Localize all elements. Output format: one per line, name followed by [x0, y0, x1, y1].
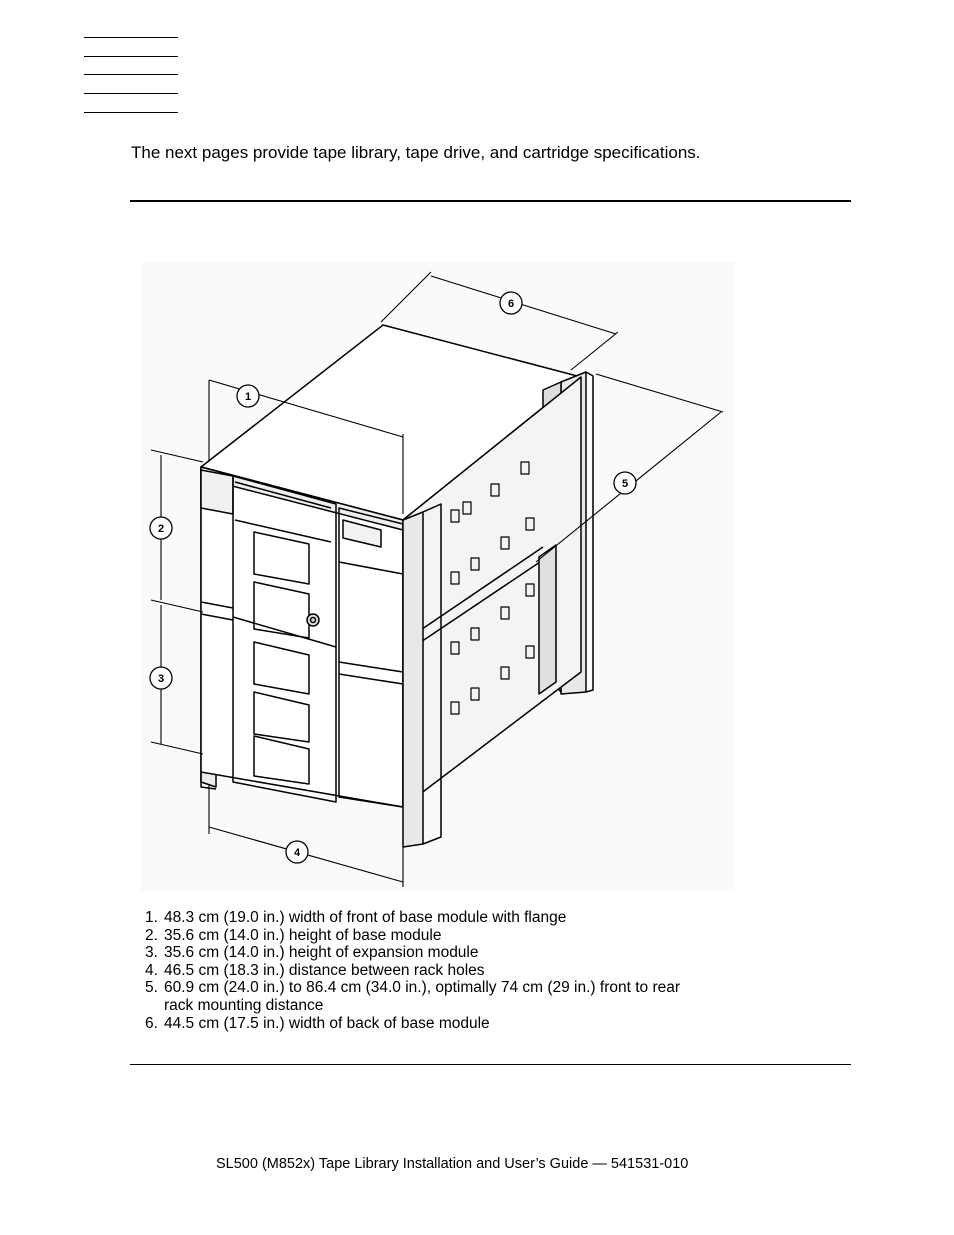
legend-text: 48.3 cm (19.0 in.) width of front of bas… — [164, 909, 567, 926]
legend-item: 3. 35.6 cm (14.0 in.) height of expansio… — [145, 944, 745, 962]
front-right-post — [402, 511, 424, 848]
dimension-legend: 1. 48.3 cm (19.0 in.) width of front of … — [145, 909, 745, 1032]
svg-text:5: 5 — [622, 478, 628, 490]
legend-item: 5. 60.9 cm (24.0 in.) to 86.4 cm (34.0 i… — [145, 979, 745, 1014]
callout-3: 3 — [149, 666, 173, 690]
door-window-4 — [253, 691, 310, 743]
legend-number: 1. — [145, 909, 158, 926]
operator-panel — [342, 519, 382, 548]
legend-number: 6. — [145, 1014, 158, 1032]
door-window-2 — [253, 581, 310, 639]
svg-text:1: 1 — [245, 391, 251, 403]
header-rule-5 — [84, 112, 178, 113]
header-rule-3 — [84, 74, 178, 75]
svg-text:3: 3 — [158, 673, 164, 685]
figure-bottom-rule — [130, 1064, 851, 1065]
rack-dimensions-figure: 1 2 3 4 5 6 — [141, 262, 735, 892]
callout-1: 1 — [236, 384, 260, 408]
callout-2: 2 — [149, 516, 173, 540]
legend-number: 5. — [145, 979, 158, 997]
door-window-5 — [253, 735, 310, 785]
callout-4: 4 — [285, 840, 309, 864]
legend-text: 46.5 cm (18.3 in.) distance between rack… — [164, 961, 485, 979]
header-rule-1 — [84, 37, 178, 38]
callout-6: 6 — [499, 291, 523, 315]
page-footer: SL500 (M852x) Tape Library Installation … — [216, 1156, 689, 1172]
legend-item: 6. 44.5 cm (17.5 in.) width of back of b… — [145, 1015, 745, 1033]
svg-text:6: 6 — [508, 298, 514, 310]
door-lock — [306, 613, 320, 627]
legend-text: 44.5 cm (17.5 in.) width of back of base… — [164, 1014, 490, 1032]
callout-5: 5 — [613, 471, 637, 495]
door-window-1 — [253, 531, 310, 585]
legend-number: 4. — [145, 961, 158, 979]
legend-text: 35.6 cm (14.0 in.) height of expansion m… — [164, 944, 479, 962]
legend-text: 35.6 cm (14.0 in.) height of base module — [164, 926, 442, 944]
svg-text:4: 4 — [294, 847, 301, 859]
door-window-3 — [253, 641, 310, 695]
legend-item: 4. 46.5 cm (18.3 in.) distance between r… — [145, 962, 745, 980]
legend-number: 3. — [145, 944, 158, 962]
header-rule-2 — [84, 56, 178, 57]
figure-top-rule — [130, 200, 851, 202]
legend-text: 60.9 cm (24.0 in.) to 86.4 cm (34.0 in.)… — [164, 979, 681, 1014]
legend-number: 2. — [145, 926, 158, 944]
svg-text:2: 2 — [158, 523, 164, 535]
header-rule-4 — [84, 93, 178, 94]
legend-item: 1. 48.3 cm (19.0 in.) width of front of … — [145, 909, 745, 927]
legend-item: 2. 35.6 cm (14.0 in.) height of base mod… — [145, 927, 745, 945]
intro-paragraph: The next pages provide tape library, tap… — [131, 143, 701, 162]
